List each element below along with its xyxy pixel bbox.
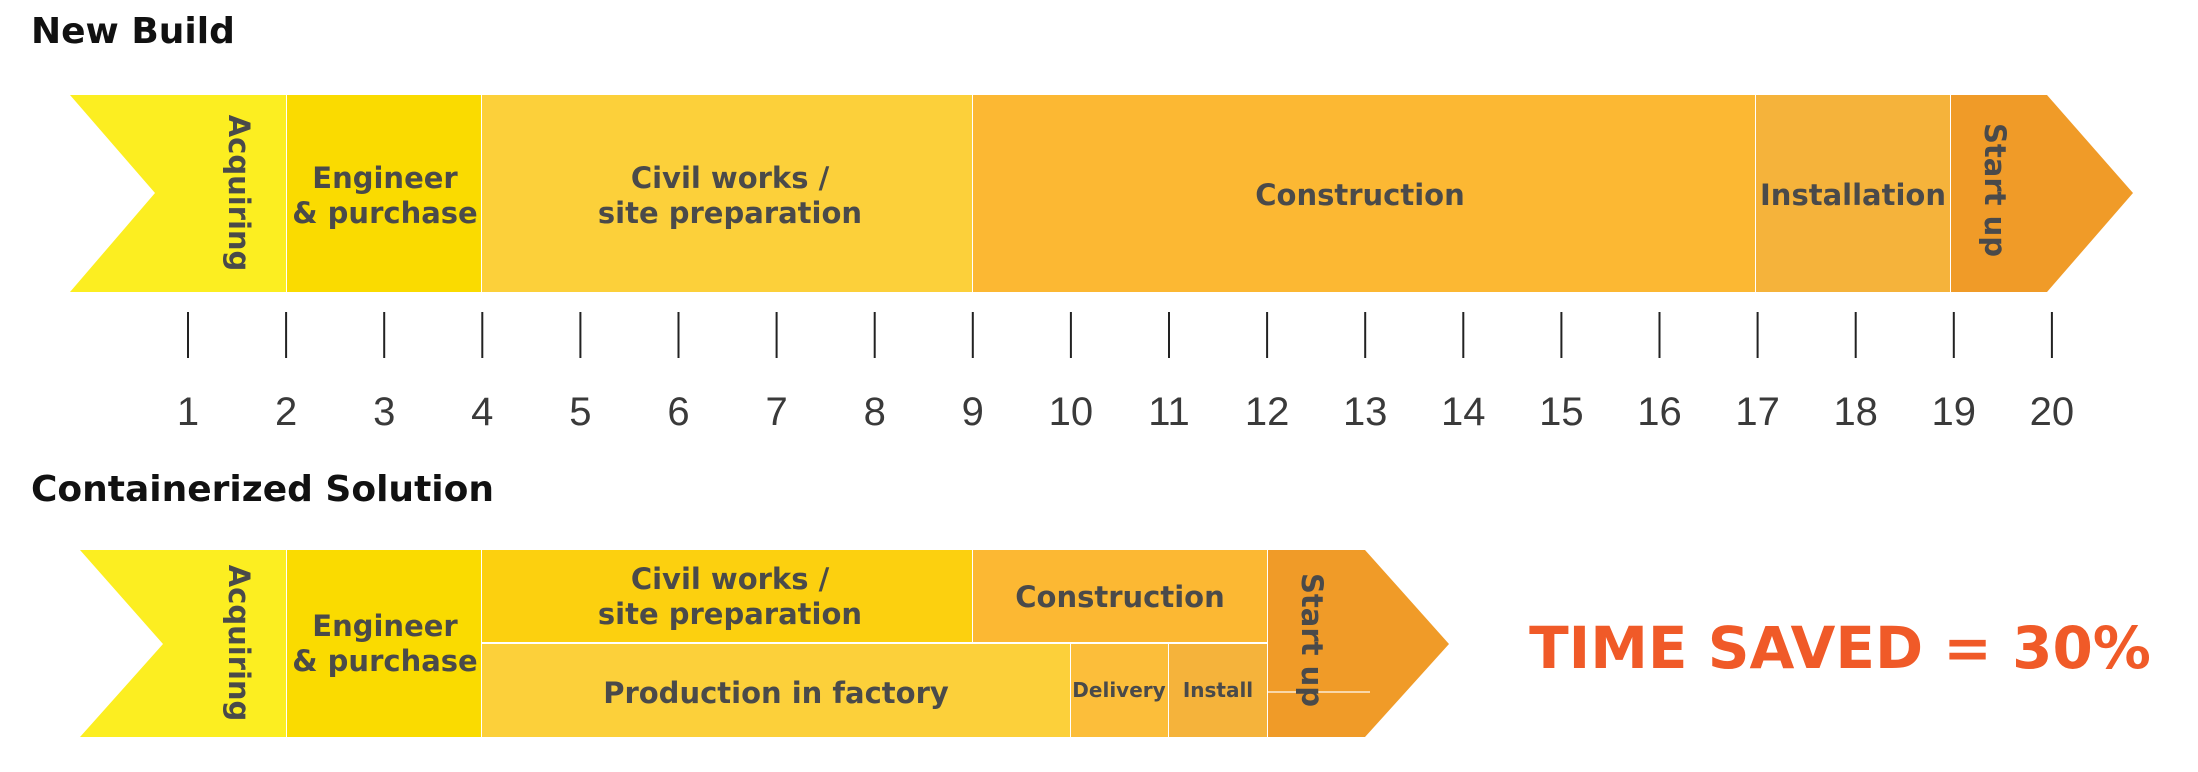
tick-label: 11: [1148, 390, 1190, 434]
c-label-civil-line1: Civil works /: [631, 562, 830, 596]
c-label-acquiring: Acquiring: [222, 565, 256, 722]
c-label-civil-line2: site preparation: [598, 597, 862, 631]
phase-acquiring: [193, 95, 286, 292]
new-build-title: New Build: [31, 11, 235, 52]
c-label-delivery: Delivery: [1072, 678, 1165, 702]
tick-label: 12: [1245, 390, 1290, 434]
new-build-labels: Acquiring Engineer & purchase Civil work…: [222, 115, 2012, 272]
phase-construction: [973, 95, 1755, 292]
tick-label: 1: [177, 390, 199, 434]
phase-installation: [1756, 95, 1950, 292]
tick-label: 19: [1932, 390, 1977, 434]
phase-startup: [1951, 95, 2133, 292]
label-installation: Installation: [1760, 178, 1946, 212]
tick-label: 17: [1735, 390, 1780, 434]
c-label-construction: Construction: [1015, 580, 1225, 614]
tick-label: 13: [1343, 390, 1388, 434]
label-civil-line2: site preparation: [598, 196, 862, 230]
label-engineer-line1: Engineer: [312, 161, 458, 195]
tick-label: 3: [373, 390, 395, 434]
c-phase-engineer: [287, 550, 481, 737]
tick-label: 5: [569, 390, 591, 434]
label-engineer-line2: & purchase: [292, 196, 477, 230]
phase-civil: [482, 95, 972, 292]
tick-label: 14: [1441, 390, 1486, 434]
c-phase-install: [1169, 644, 1267, 737]
tick-label: 16: [1637, 390, 1682, 434]
tick-label: 18: [1833, 390, 1878, 434]
label-construction: Construction: [1255, 178, 1465, 212]
tick-label: 2: [275, 390, 297, 434]
c-phase-acquiring: [193, 550, 286, 737]
c-label-engineer-line1: Engineer: [312, 609, 458, 643]
tick-label: 9: [962, 390, 984, 434]
label-civil-line1: Civil works /: [631, 161, 830, 195]
c-phase-delivery: [1071, 644, 1168, 737]
containerized-arrow: [80, 550, 1449, 737]
containerized-title: Containerized Solution: [31, 469, 494, 510]
tick-label: 15: [1539, 390, 1584, 434]
c-label-startup: Start up: [1295, 573, 1329, 707]
tick-label: 7: [765, 390, 787, 434]
c-phase-civil: [482, 550, 972, 642]
phase-engineer: [287, 95, 481, 292]
time-saved-text: TIME SAVED = 30%: [1529, 614, 2151, 682]
c-phase-startup: [1268, 550, 1449, 737]
containerized-labels: Acquiring Engineer & purchase Civil work…: [222, 562, 1329, 721]
c-label-install: Install: [1183, 678, 1253, 702]
c-phase-construction: [973, 550, 1267, 642]
c-label-production: Production in factory: [603, 676, 949, 710]
c-arrow-tail-acquiring: [80, 550, 193, 737]
new-build-arrow: [70, 95, 2133, 292]
c-phase-production: [482, 644, 1070, 737]
tick-label: 10: [1049, 390, 1094, 434]
tick-label: 4: [471, 390, 493, 434]
arrow-tail-acquiring: [70, 95, 193, 292]
tick-label: 6: [667, 390, 689, 434]
label-acquiring: Acquiring: [222, 115, 256, 272]
tick-label: 20: [2030, 390, 2075, 434]
c-label-engineer-line2: & purchase: [292, 644, 477, 678]
label-startup: Start up: [1978, 123, 2012, 257]
tick-label: 8: [864, 390, 886, 434]
